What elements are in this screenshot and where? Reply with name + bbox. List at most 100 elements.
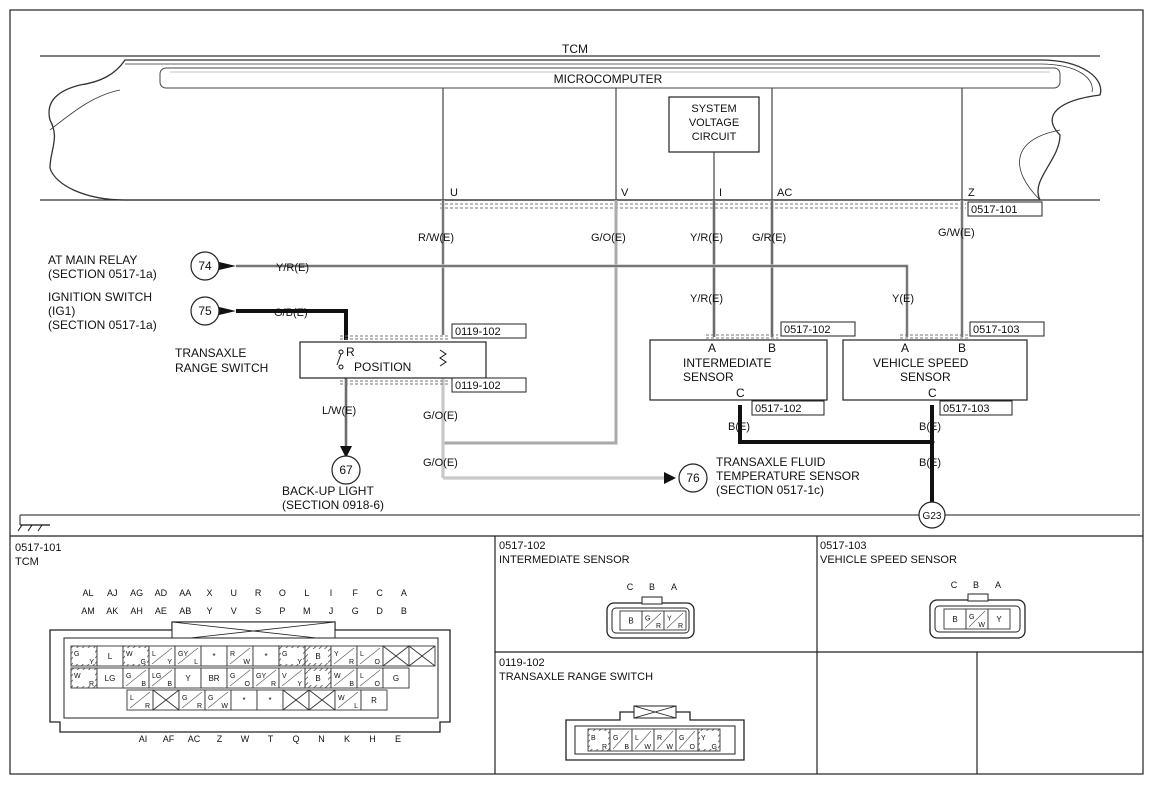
- tcm-pin-label-ac: AC: [188, 734, 201, 744]
- tcm-pin-r1-3: LY: [148, 645, 176, 667]
- trs-resistor: [439, 349, 447, 367]
- ref-circle-67: [331, 455, 361, 485]
- svg-text:B: B: [952, 615, 957, 624]
- wire-label-go2: G/O(E): [423, 457, 458, 469]
- tcm-pin-r3-8: WL: [334, 689, 362, 711]
- tcm-pin-label-i: I: [330, 588, 333, 598]
- svg-text:G: G: [230, 673, 235, 680]
- svg-text:GY: GY: [178, 651, 188, 658]
- svg-text:L: L: [108, 652, 113, 661]
- svg-text:B: B: [315, 652, 320, 661]
- tcm-pin-label-ah: AH: [130, 606, 143, 616]
- svg-text:L: L: [635, 735, 639, 742]
- svg-text:B: B: [591, 735, 596, 742]
- svg-text:Y: Y: [167, 659, 172, 666]
- svg-text:W: W: [243, 659, 250, 666]
- svg-text:O: O: [375, 681, 381, 688]
- trs-pin-4: GO: [675, 728, 699, 752]
- system-voltage-label-2: VOLTAGE: [689, 117, 739, 129]
- connector-code-int-top: [780, 321, 856, 337]
- tcm-pin-r3-3: GW: [204, 689, 232, 711]
- vss-pin-a: A: [901, 341, 909, 355]
- panel-tcm-name: TCM: [15, 556, 39, 568]
- tcm-pin-r1-0: GY: [70, 645, 98, 667]
- tcm-pin-label-q: Q: [292, 734, 299, 744]
- panel-int-name: INTERMEDIATE SENSOR: [499, 554, 630, 566]
- ign-label-1: IGNITION SWITCH: [48, 290, 152, 304]
- tcm-pin-label-h: H: [369, 734, 376, 744]
- tcm-pin-label-e: E: [395, 734, 401, 744]
- wire-label-z: G/W(E): [938, 227, 975, 239]
- svg-text:Y: Y: [667, 616, 672, 623]
- tcm-pin-r2-12: G: [382, 667, 410, 689]
- svg-text:G23: G23: [923, 511, 942, 522]
- svg-text:R: R: [371, 696, 377, 705]
- panel-trs-code: 0119-102: [499, 657, 545, 669]
- svg-text:L: L: [194, 659, 198, 666]
- int-pin-label-a: A: [671, 582, 677, 592]
- tcm-pin-label-t: T: [268, 734, 274, 744]
- tcm-pin-r1-1: L: [96, 645, 124, 667]
- wire-label-go1: G/O(E): [423, 410, 458, 422]
- tcm-pin-r2-8: VY: [278, 667, 306, 689]
- svg-text:O: O: [245, 681, 251, 688]
- svg-text:Y: Y: [185, 674, 191, 683]
- svg-text:W: W: [221, 703, 228, 710]
- svg-text:Y: Y: [89, 659, 94, 666]
- int-pin-c: C: [736, 386, 745, 400]
- tft-arrow: [664, 472, 676, 484]
- ign-label-2: (IG1): [48, 304, 75, 318]
- int-label-1: INTERMEDIATE: [683, 356, 771, 370]
- tcm-pin-label-v: V: [231, 606, 237, 616]
- svg-text:B: B: [624, 744, 629, 751]
- svg-text:O: O: [690, 744, 696, 751]
- panel-int-code: 0517-102: [499, 540, 546, 552]
- svg-text:L: L: [360, 673, 364, 680]
- tcm-pin-label-ad: AD: [155, 588, 168, 598]
- wire-label-v: G/O(E): [591, 232, 626, 244]
- int-pin-0: B: [619, 610, 643, 631]
- svg-text:G: G: [74, 651, 79, 658]
- svg-text:76: 76: [686, 471, 700, 485]
- svg-text:LG: LG: [105, 674, 116, 683]
- svg-text:V: V: [282, 673, 287, 680]
- panel-trs-name: TRANSAXLE RANGE SWITCH: [499, 671, 653, 683]
- svg-text:G: G: [282, 651, 287, 658]
- wire-label-int-c: B(E): [728, 421, 750, 433]
- svg-text:R: R: [602, 744, 607, 751]
- svg-text:B: B: [141, 681, 146, 688]
- wire-int-c-b: [738, 405, 932, 444]
- wire-label-relay: Y/R(E): [276, 262, 309, 274]
- svg-text:L: L: [152, 651, 156, 658]
- tcm-pin-r2-1: LG: [96, 667, 124, 689]
- tcm-pin-r3-1: [152, 689, 180, 711]
- int-pin-b: B: [768, 341, 776, 355]
- tcm-pin-label-j: J: [329, 606, 334, 616]
- svg-text:GY: GY: [256, 673, 266, 680]
- svg-text:0517-102: 0517-102: [755, 403, 802, 415]
- vss-pin-b: B: [958, 341, 966, 355]
- connector-code-vss-top: [969, 321, 1045, 337]
- svg-text:0119-102: 0119-102: [455, 380, 501, 392]
- wire-label-vss-c: B(E): [919, 421, 941, 433]
- svg-text:74: 74: [198, 259, 212, 273]
- trs-pin-5: YG: [697, 728, 721, 752]
- svg-text:R: R: [145, 703, 150, 710]
- connector-code-trs-top: [451, 323, 527, 339]
- trs-label-2: RANGE SWITCH: [175, 361, 268, 375]
- tcm-pin-r2-7: GYR: [252, 667, 280, 689]
- svg-text:BR: BR: [208, 674, 219, 683]
- svg-text:67: 67: [339, 463, 353, 477]
- tcm-pin-r2-5: BR: [200, 667, 228, 689]
- tcm-pin-r1-6: RW: [226, 645, 254, 667]
- ref-circle-76: [678, 463, 708, 493]
- trs-label-1: TRANSAXLE: [175, 346, 246, 360]
- svg-text:Y: Y: [701, 735, 706, 742]
- tcm-pin-label-o: O: [279, 588, 286, 598]
- tcm-pin-label-ab: AB: [179, 606, 191, 616]
- wire-label-backup: L/W(E): [322, 405, 356, 417]
- tcm-pin-r1-12: [382, 645, 410, 667]
- vehicle-speed-sensor-box: [842, 339, 1028, 401]
- svg-text:G: G: [208, 695, 213, 702]
